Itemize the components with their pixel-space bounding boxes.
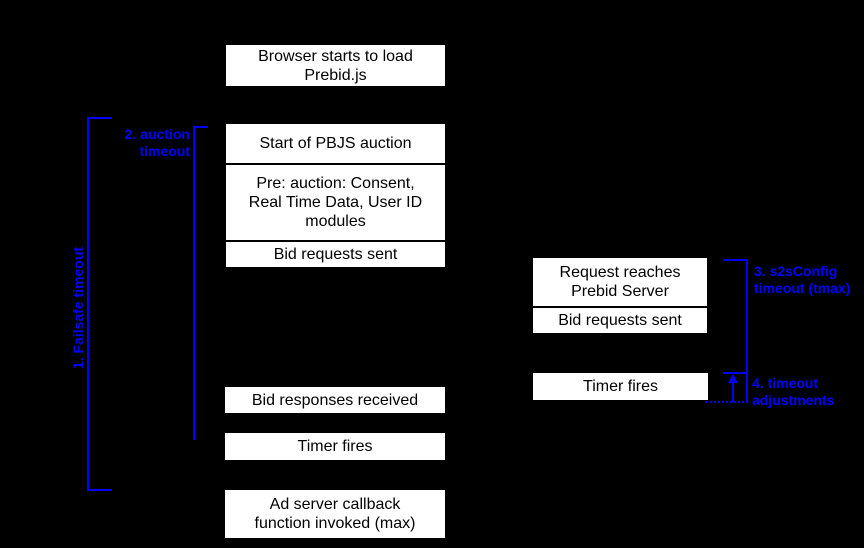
label-failsafe-timeout: 1. Failsafe timeout xyxy=(70,246,86,370)
box-request-reaches-server: Request reaches Prebid Server xyxy=(533,258,707,308)
box-timer-fires-server: Timer fires xyxy=(533,373,708,400)
s2s-bracket-tick-top xyxy=(723,259,748,261)
adjustment-dotted-line xyxy=(705,401,748,403)
auction-bracket-line xyxy=(193,127,195,440)
box-bid-requests-sent-client: Bid requests sent xyxy=(226,242,445,267)
box-browser-load: Browser starts to load Prebid.js xyxy=(226,45,445,86)
failsafe-bracket-line xyxy=(87,118,89,491)
box-bid-requests-sent-server: Bid requests sent xyxy=(533,308,707,333)
s2s-bracket-line xyxy=(746,259,748,403)
box-pre-auction-modules: Pre: auction: Consent, Real Time Data, U… xyxy=(226,165,445,242)
auction-bracket-tick-top xyxy=(193,126,208,128)
box-ad-server-callback: Ad server callback function invoked (max… xyxy=(225,490,445,538)
auction-steps-group: Start of PBJS auction Pre: auction: Cons… xyxy=(226,124,445,267)
failsafe-bracket-tick-top xyxy=(87,117,112,119)
label-s2s-config-timeout: 3. s2sConfig timeout (tmax) xyxy=(754,263,851,296)
box-timer-fires-client: Timer fires xyxy=(225,433,445,460)
adjustment-up-arrow-icon xyxy=(728,374,738,383)
box-start-auction: Start of PBJS auction xyxy=(226,124,445,165)
label-auction-timeout: 2. auction timeout xyxy=(124,126,190,159)
server-steps-group: Request reaches Prebid Server Bid reques… xyxy=(533,258,707,333)
box-bid-responses-received: Bid responses received xyxy=(225,387,445,413)
label-timeout-adjustments: 4. timeout adjustments xyxy=(752,375,835,408)
adjustment-arrow-shaft xyxy=(732,382,734,402)
failsafe-bracket-tick-bottom xyxy=(87,489,112,491)
s2s-bracket-tick-mid xyxy=(723,372,748,374)
